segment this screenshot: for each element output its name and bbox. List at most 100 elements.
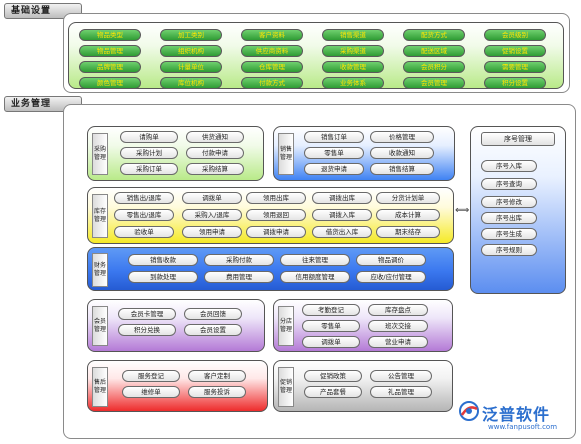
inventory-btn-13[interactable]: 借货出入库	[312, 226, 372, 238]
purchase-btn-5[interactable]: 采购结算	[186, 163, 244, 175]
serial-item-5[interactable]: 序号规则	[481, 244, 537, 256]
sales-btn-3[interactable]: 收款通知	[370, 147, 434, 159]
finance-panel: 财务管理 销售收款 采购付款 往来管理 物品调价 到款处理 费用管理 信用额度管…	[87, 247, 454, 291]
finance-btn-0[interactable]: 销售收款	[128, 254, 198, 266]
basic-setting-button[interactable]: 会员管理	[403, 77, 465, 89]
logo-url[interactable]: www.fanpusoft.com	[488, 423, 558, 431]
inventory-btn-0[interactable]: 销售出/退库	[114, 192, 174, 204]
basic-setting-button[interactable]: 物品管理	[79, 45, 141, 57]
sales-btn-0[interactable]: 销售订单	[304, 131, 364, 143]
finance-label: 财务管理	[92, 253, 108, 287]
serial-item-0[interactable]: 序号入库	[481, 160, 537, 172]
member-btn-3[interactable]: 会员设置	[184, 324, 242, 336]
basic-setting-button[interactable]: 组织机构	[160, 45, 222, 57]
basic-setting-button[interactable]: 业务体系	[322, 77, 384, 89]
branch-btn-2[interactable]: 零售单	[302, 320, 360, 332]
aftersale-btn-3[interactable]: 服务投诉	[188, 386, 246, 398]
basic-setting-button[interactable]: 销售渠道	[322, 29, 384, 41]
aftersale-label: 售后管理	[92, 367, 108, 407]
double-arrow-icon: ⟺	[455, 205, 470, 216]
finance-btn-6[interactable]: 信用额度管理	[280, 271, 350, 283]
serial-item-1[interactable]: 序号查询	[481, 178, 537, 190]
basic-setting-button[interactable]: 仓库管理	[241, 61, 303, 73]
aftersale-btn-0[interactable]: 服务登记	[122, 370, 180, 382]
basic-setting-button[interactable]: 客户资料	[241, 29, 303, 41]
branch-btn-4[interactable]: 调拨单	[302, 336, 360, 348]
finance-btn-1[interactable]: 采购付款	[204, 254, 274, 266]
inventory-btn-14[interactable]: 期末结存	[376, 226, 440, 238]
basic-setting-button[interactable]: 收款管理	[322, 61, 384, 73]
basic-setting-button[interactable]: 供应商资料	[241, 45, 303, 57]
basic-setting-button[interactable]: 付款方式	[241, 77, 303, 89]
inventory-btn-10[interactable]: 验收单	[114, 226, 174, 238]
basic-setting-button[interactable]: 促销设置	[484, 45, 546, 57]
inventory-btn-8[interactable]: 调拨入库	[312, 209, 372, 221]
basic-setting-button[interactable]: 颜色管理	[79, 77, 141, 89]
basic-setting-button[interactable]: 积分设置	[484, 77, 546, 89]
basic-setting-button[interactable]: 配送区域	[403, 45, 465, 57]
branch-btn-3[interactable]: 班次交接	[368, 320, 428, 332]
member-btn-0[interactable]: 会员卡管理	[118, 308, 176, 320]
basic-setting-button[interactable]: 加工类别	[160, 29, 222, 41]
inventory-panel: 库存管理 销售出/退库 调拨单 领用出库 调拨出库 分货计划单 零售出/退库 采…	[87, 187, 454, 244]
branch-btn-1[interactable]: 库存盘点	[368, 304, 428, 316]
basic-setting-button[interactable]: 配货方式	[403, 29, 465, 41]
member-btn-2[interactable]: 积分兑换	[118, 324, 176, 336]
basic-setting-button[interactable]: 需要管理	[484, 61, 546, 73]
sales-btn-2[interactable]: 零售单	[304, 147, 364, 159]
branch-btn-0[interactable]: 考勤登记	[302, 304, 360, 316]
serial-panel: 序号管理 序号入库 序号查询 序号修改 序号出库 序号生成 序号规则	[470, 126, 566, 294]
inventory-btn-7[interactable]: 领用退回	[246, 209, 306, 221]
inventory-btn-9[interactable]: 成本计算	[376, 209, 440, 221]
basic-setting-button[interactable]: 库位机构	[160, 77, 222, 89]
finance-btn-2[interactable]: 往来管理	[280, 254, 350, 266]
purchase-btn-1[interactable]: 供货通知	[186, 131, 244, 143]
basic-setting-button[interactable]: 品牌管理	[79, 61, 141, 73]
sales-panel: 销售管理 销售订单 价格管理 零售单 收款通知 退货申请 销售结算	[273, 126, 455, 181]
fanpu-logo-icon	[458, 400, 480, 422]
member-panel: 会员管理 会员卡管理 会员回馈 积分兑换 会员设置	[87, 299, 265, 352]
basic-setting-button[interactable]: 计量单位	[160, 61, 222, 73]
promo-btn-1[interactable]: 公告管理	[370, 370, 432, 382]
branch-btn-5[interactable]: 营业申请	[368, 336, 428, 348]
purchase-panel: 采购管理 请购单 供货通知 采购计划 付款申请 采购订单 采购结算	[87, 126, 264, 181]
purchase-btn-3[interactable]: 付款申请	[186, 147, 244, 159]
purchase-btn-2[interactable]: 采购计划	[120, 147, 178, 159]
finance-btn-7[interactable]: 应收/应付管理	[356, 271, 426, 283]
promo-btn-2[interactable]: 产品套餐	[304, 386, 362, 398]
promo-btn-0[interactable]: 促销政策	[304, 370, 362, 382]
finance-btn-4[interactable]: 到款处理	[128, 271, 198, 283]
basic-setting-button[interactable]: 采购渠道	[322, 45, 384, 57]
inventory-btn-12[interactable]: 调拨申请	[246, 226, 306, 238]
branch-panel: 分店管理 考勤登记 库存盘点 零售单 班次交接 调拨单 营业申请	[273, 299, 453, 352]
sales-label: 销售管理	[278, 133, 294, 175]
finance-btn-5[interactable]: 费用管理	[204, 271, 274, 283]
inventory-btn-6[interactable]: 采购入/退库	[182, 209, 242, 221]
inventory-label: 库存管理	[92, 194, 108, 238]
sales-btn-5[interactable]: 销售结算	[370, 163, 434, 175]
basic-setting-button[interactable]: 会员级别	[484, 29, 546, 41]
sales-btn-1[interactable]: 价格管理	[370, 131, 434, 143]
inventory-btn-1[interactable]: 调拨单	[182, 192, 242, 204]
serial-item-4[interactable]: 序号生成	[481, 228, 537, 240]
serial-item-3[interactable]: 序号出库	[481, 212, 537, 224]
basic-setting-button[interactable]: 物品类型	[79, 29, 141, 41]
inventory-btn-5[interactable]: 零售出/退库	[114, 209, 174, 221]
purchase-btn-4[interactable]: 采购订单	[120, 163, 178, 175]
purchase-btn-0[interactable]: 请购单	[120, 131, 178, 143]
logo-name: 泛普软件	[482, 405, 551, 424]
sales-btn-4[interactable]: 退货申请	[304, 163, 364, 175]
inventory-btn-3[interactable]: 调拨出库	[312, 192, 372, 204]
promo-btn-3[interactable]: 礼品管理	[370, 386, 432, 398]
aftersale-btn-2[interactable]: 维修单	[122, 386, 180, 398]
member-btn-1[interactable]: 会员回馈	[184, 308, 242, 320]
inventory-btn-4[interactable]: 分货计划单	[376, 192, 440, 204]
inventory-btn-2[interactable]: 领用出库	[246, 192, 306, 204]
section-title-basic: 基础设置	[4, 3, 82, 19]
inventory-btn-11[interactable]: 领用申请	[182, 226, 242, 238]
member-label: 会员管理	[92, 306, 108, 346]
finance-btn-3[interactable]: 物品调价	[356, 254, 426, 266]
basic-setting-button[interactable]: 会员积分	[403, 61, 465, 73]
serial-item-2[interactable]: 序号修改	[481, 196, 537, 208]
aftersale-btn-1[interactable]: 客户定制	[188, 370, 246, 382]
